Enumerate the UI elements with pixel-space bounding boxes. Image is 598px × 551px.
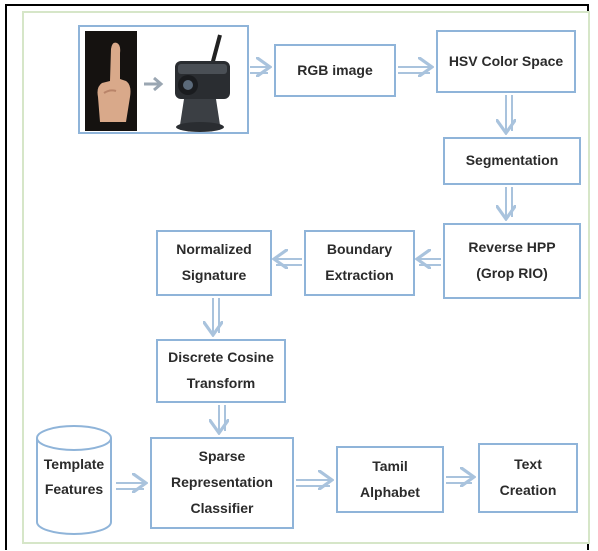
- normalized-signature-node: Normalized Signature: [156, 230, 272, 296]
- transform-label: Transform: [186, 375, 256, 391]
- arrow-sparse-to-tamil: [296, 480, 330, 486]
- arrow-template-to-sparse: [116, 483, 144, 489]
- sparse-classifier-node: Sparse Representation Classifier: [150, 437, 294, 529]
- text-label: Text: [514, 456, 542, 473]
- arrow-reverse-hpp-to-boundary: [419, 259, 441, 265]
- arrow-segmentation-to-reverse-hpp: [506, 187, 512, 217]
- hand-gesture-icon: [85, 31, 137, 131]
- small-arrow-icon: [144, 76, 164, 92]
- arrow-normalized-to-dct: [213, 298, 219, 333]
- arrow-capture-to-rgb: [250, 67, 268, 73]
- extraction-label: Extraction: [325, 267, 394, 283]
- database-cylinder-icon: [36, 425, 112, 535]
- camera-icon: [175, 34, 230, 132]
- template-label: Template: [43, 456, 105, 472]
- signature-label: Signature: [181, 267, 247, 283]
- arrow-tamil-to-text: [446, 477, 472, 483]
- arrow-hsv-to-segmentation: [506, 95, 512, 131]
- features-label: Features: [44, 480, 104, 497]
- normalized-label: Normalized: [176, 241, 252, 258]
- boundary-label: Boundary: [326, 241, 393, 258]
- reverse-hpp-label: Reverse HPP: [468, 239, 556, 256]
- dct-node: Discrete Cosine Transform: [156, 339, 286, 403]
- tamil-alphabet-node: Tamil Alphabet: [336, 446, 444, 513]
- segmentation-label: Segmentation: [465, 152, 559, 169]
- reverse-hpp-node: Reverse HPP (Grop RIO): [443, 223, 581, 299]
- tamil-label: Tamil: [372, 457, 408, 474]
- arrow-boundary-to-normalized: [276, 259, 302, 265]
- creation-label: Creation: [499, 482, 557, 498]
- segmentation-node: Segmentation: [443, 137, 581, 185]
- text-creation-node: Text Creation: [478, 443, 578, 513]
- representation-label: Representation: [171, 474, 273, 491]
- hsv-color-space-node: HSV Color Space: [436, 30, 576, 93]
- sparse-label: Sparse: [198, 448, 246, 465]
- grop-rio-label: (Grop RIO): [476, 265, 548, 281]
- template-features-label: Template Features: [34, 452, 114, 501]
- discrete-cosine-label: Discrete Cosine: [168, 349, 274, 366]
- arrow-dct-to-sparse: [219, 405, 225, 431]
- alphabet-label: Alphabet: [360, 483, 420, 500]
- arrow-rgb-to-hsv: [398, 67, 430, 73]
- boundary-extraction-node: Boundary Extraction: [304, 230, 415, 296]
- hsv-color-space-label: HSV Color Space: [448, 52, 564, 69]
- hand-camera-illustration: [85, 31, 230, 132]
- input-capture-box: [78, 25, 249, 134]
- rgb-image-label: RGB image: [297, 61, 373, 78]
- rgb-image-node: RGB image: [274, 44, 396, 97]
- classifier-label: Classifier: [190, 499, 254, 516]
